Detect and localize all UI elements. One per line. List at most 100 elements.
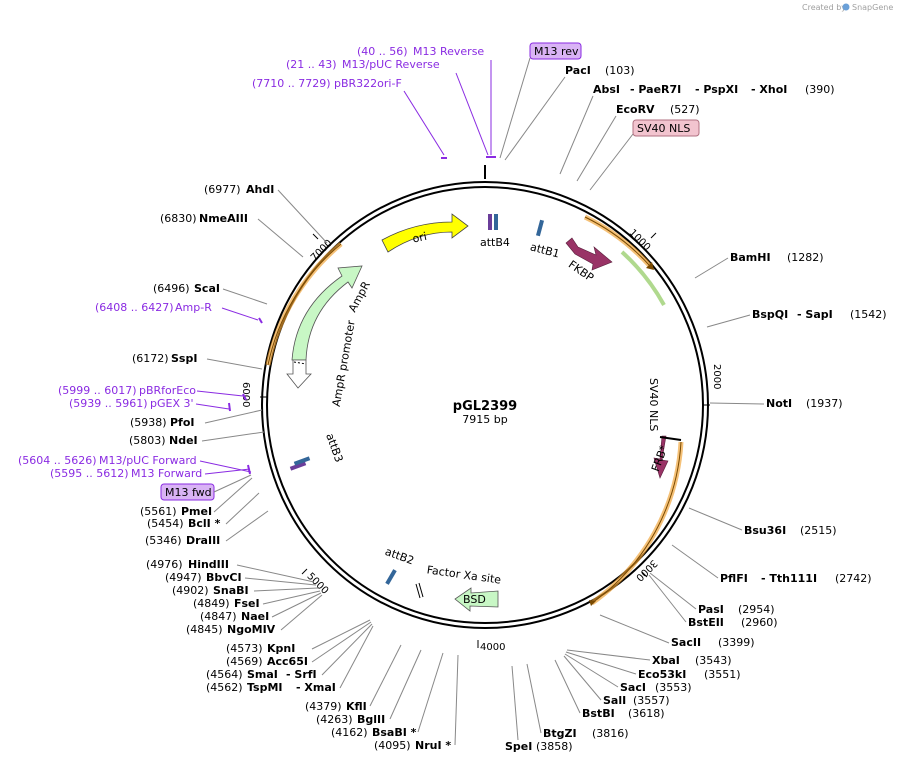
label-bcli: BclI * (188, 517, 221, 530)
leader-ndei (201, 431, 265, 442)
leader-m13-fwd (213, 474, 252, 493)
label-bspqi: BspQI (752, 308, 788, 321)
factor-xa-mark-a (415, 583, 421, 599)
label-draiii: DraIII (186, 534, 220, 547)
attb4-label: attB4 (480, 236, 510, 249)
attb1-marker (535, 219, 545, 237)
ampr-promoter-label: AmpR promoter (330, 319, 358, 408)
attb3-marker-a (289, 461, 307, 471)
pos-pgex3: (5939 .. 5961) (69, 397, 148, 410)
pos-amp-r: (6408 .. 6427) (95, 301, 174, 314)
factor-xa-mark-b (418, 582, 424, 598)
label-m13-puc-forward: M13/pUC Forward (99, 454, 197, 467)
m13-rev-box (529, 42, 582, 60)
label-spei: SpeI (505, 740, 532, 753)
pos-pbrforeco: (5999 .. 6017) (58, 384, 137, 397)
leader-scai (222, 288, 268, 305)
label-sacii: SacII (671, 636, 701, 649)
label-btgzi: BtgZI (543, 727, 577, 740)
leader-pasi (649, 572, 697, 610)
attb4-marker-b (494, 214, 498, 230)
label-ecorv: EcoRV (616, 103, 655, 116)
leader-naei (271, 592, 322, 618)
leader-sali (563, 655, 602, 701)
bsd-arrow (454, 587, 499, 612)
ampr-arrow (291, 265, 363, 361)
label-tspmi: TspMI (247, 681, 283, 694)
tick-label-6000: 6000 (240, 382, 251, 407)
attb2-marker (385, 569, 397, 585)
label-pbrforeco: pBRforEco (139, 384, 196, 397)
leader-bsabi (417, 652, 444, 733)
bsd-feature: Factor Xa site BSD (415, 563, 502, 612)
fkbp-feature: FKBP (565, 237, 613, 285)
leader-bbvci (244, 577, 317, 586)
leader-m13-forward (204, 468, 251, 475)
label-xbai: XbaI (652, 654, 680, 667)
leader-m13-puc-reverse (455, 72, 489, 156)
label-paci: PacI (565, 64, 591, 77)
leader-bsu36i (688, 507, 743, 531)
leader-acc65i (311, 621, 372, 663)
leader-bcli (225, 492, 260, 525)
pos-bglii: (4263) (316, 713, 353, 726)
left-labels: (6977) AhdI (6830) NmeAIII (6496) ScaI (… (18, 183, 459, 752)
leader-nrui (454, 654, 459, 746)
pos-xbai: (3543) (695, 654, 732, 667)
right-labels: PacI (103) AbsI - PaeR7I - PspXI - XhoI … (504, 64, 887, 753)
plasmid-name: pGL2399 (453, 399, 517, 414)
leader-ecorv (576, 115, 617, 182)
label-pgex3: pGEX 3' (150, 397, 194, 410)
leader-sspi (206, 358, 263, 370)
leader-kfli (369, 644, 402, 707)
leader-pgex3 (195, 403, 230, 410)
orf-arc-arrowhead (646, 262, 654, 270)
label-amp-r: Amp-R (175, 301, 212, 314)
leader-amp-r (221, 307, 259, 321)
pos-ndei: (5803) (129, 434, 166, 447)
label-smai: SmaI (247, 668, 278, 681)
leader-eco53ki (565, 651, 637, 675)
leader-tspmi (339, 625, 374, 689)
label-bstbi: BstBI (582, 707, 615, 720)
pos-acc65i: (4569) (226, 655, 263, 668)
orf-arc-left-core (267, 243, 342, 366)
pos-bstbi: (3618) (628, 707, 665, 720)
leader-bsteii (648, 574, 687, 623)
label-bsu36i: Bsu36I (744, 524, 786, 537)
ampr-promoter-arrow (286, 359, 312, 389)
leader-bglii (389, 649, 422, 720)
leader-saci (564, 653, 619, 688)
leader-snabi (253, 587, 319, 592)
pos-tspmi: (4562) (206, 681, 243, 694)
primer-mark-pgex3 (228, 402, 231, 412)
pos-bamhi: (1282) (787, 251, 824, 264)
pos-m13-forward: (5595 .. 5612) (50, 467, 129, 480)
label-acc65i: Acc65I (267, 655, 308, 668)
pos-bbvci: (4947) (165, 571, 202, 584)
leader-m13-rev (499, 57, 531, 159)
primer-pos-m13-reverse: (40 .. 56) (357, 45, 408, 58)
orf-arc-right-core (591, 441, 682, 604)
pos-smai: (4564) (206, 668, 243, 681)
label-absi: AbsI (593, 83, 620, 96)
label-nrui: NruI * (415, 739, 451, 752)
tick-1000 (650, 232, 657, 239)
label-hindiii: HindIII (188, 558, 229, 571)
sv40-nls-box (632, 119, 700, 137)
label-sali: SalI (603, 694, 626, 707)
label-tth111i: - Tth111I (761, 572, 817, 585)
label-bglii: BglII (357, 713, 385, 726)
pos-bsabi: (4162) (331, 726, 368, 739)
label-snabi: SnaBI (213, 584, 249, 597)
label-pfoi: PfoI (170, 416, 195, 429)
pos-sali: (3557) (633, 694, 670, 707)
credit-brand: SnapGene (852, 3, 893, 12)
pos-sacii: (3399) (718, 636, 755, 649)
orf-arc-top-right-core (584, 216, 651, 267)
pos-ecorv: (527) (670, 103, 700, 116)
top-primers: (40 .. 56) M13 Reverse (21 .. 43) M13/pU… (252, 42, 582, 159)
label-bsabi: BsaBI * (372, 726, 417, 739)
leader-bstbi (554, 659, 581, 714)
leader-m13-puc-forward (199, 460, 252, 473)
